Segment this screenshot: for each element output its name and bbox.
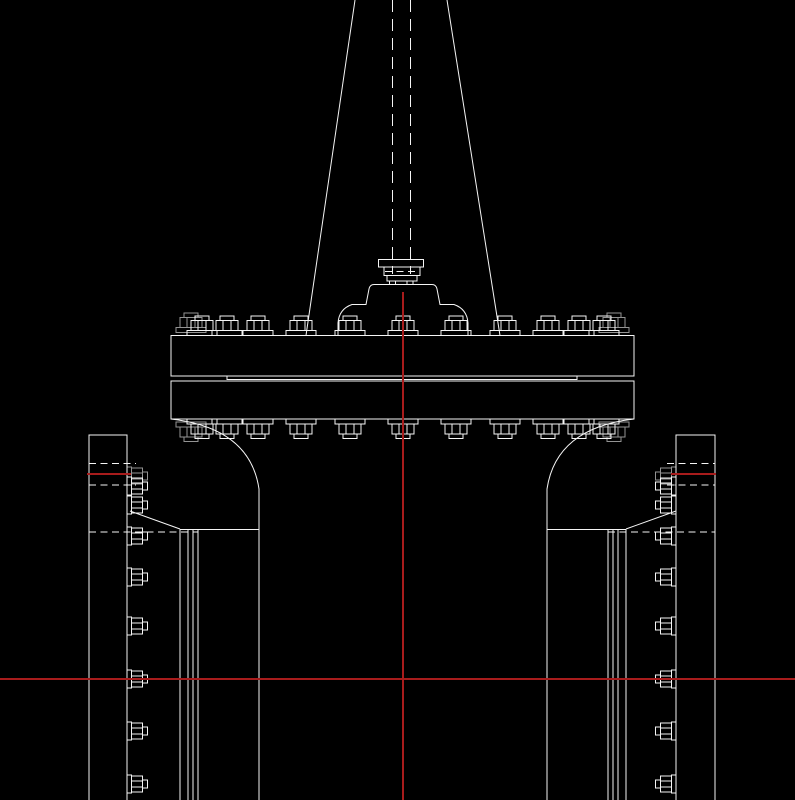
pipe-flange-right-hidden-lines[interactable] <box>608 463 715 533</box>
stem-hidden-lines[interactable] <box>392 0 411 274</box>
body-bore-left[interactable] <box>129 510 259 800</box>
body-bore-right[interactable] <box>547 510 677 800</box>
bonnet-flange-top-bolts[interactable] <box>186 315 620 336</box>
stuffing-box-stack[interactable] <box>378 259 424 285</box>
pipe-flange-left-plate[interactable] <box>88 434 128 800</box>
body-neck-left[interactable] <box>170 418 260 800</box>
bonnet-cone-outline[interactable] <box>305 0 501 336</box>
pipe-flange-right-bolts[interactable] <box>655 476 677 794</box>
bonnet-flange-bottom-bolts[interactable] <box>186 418 620 439</box>
pipe-flange-ghost-bolts[interactable] <box>126 466 677 486</box>
red-centerlines[interactable] <box>0 292 795 800</box>
pipe-flange-left-hidden-lines[interactable] <box>89 463 198 533</box>
body-neck-right[interactable] <box>546 418 635 800</box>
bonnet-dome-outline[interactable] <box>337 284 469 336</box>
pipe-flange-right-plate[interactable] <box>675 434 716 800</box>
pipe-flange-left-bolts[interactable] <box>126 476 148 794</box>
